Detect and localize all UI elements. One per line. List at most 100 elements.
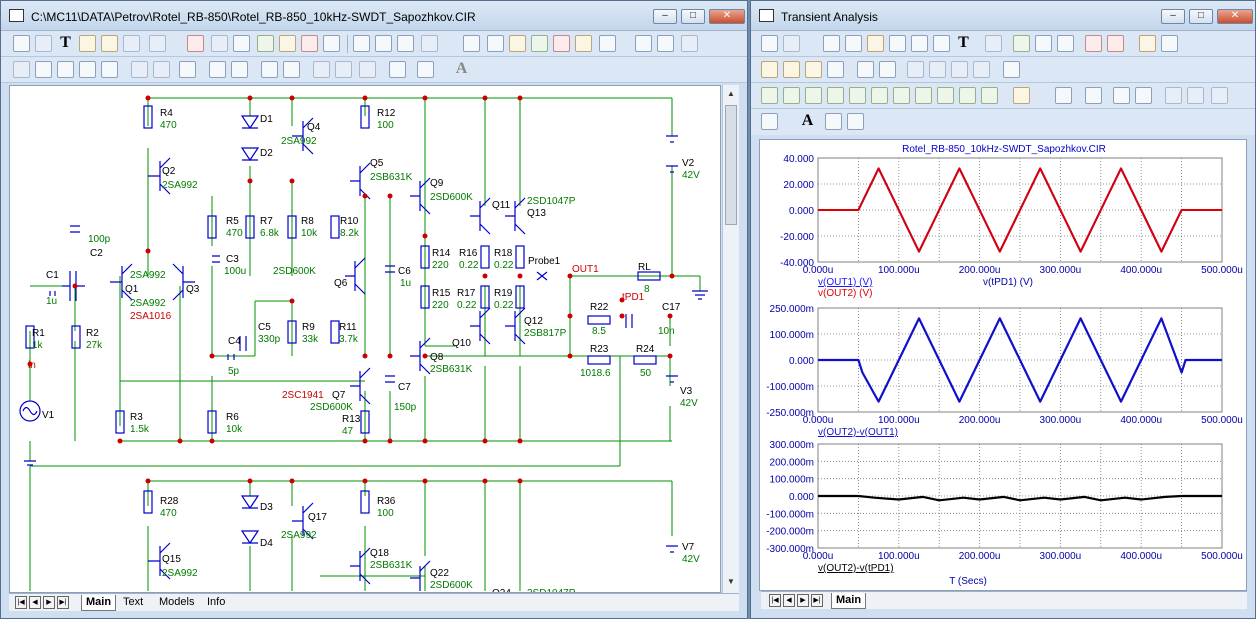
vertical-scrollbar[interactable]: ▲ ▼ [722,85,739,593]
nav-prev-button[interactable]: ◀ [783,594,795,607]
nav-first-button[interactable]: |◀ [15,596,27,609]
tab-main[interactable]: Main [81,595,117,611]
align-icon[interactable] [1113,87,1130,104]
properties-icon[interactable] [985,35,1002,52]
find-next-icon[interactable] [153,61,170,78]
mirror-icon[interactable] [487,35,504,52]
text-view-icon[interactable] [353,35,370,52]
top-icon[interactable] [959,87,976,104]
low-icon[interactable] [871,87,888,104]
zoom-area-icon[interactable] [951,61,968,78]
node-tool-icon[interactable] [211,35,228,52]
tokens-icon[interactable] [889,35,906,52]
brush-tool-icon[interactable] [101,35,118,52]
clipboard-icon[interactable] [389,61,406,78]
text-tool-icon[interactable]: T [60,34,71,51]
notes-tool-icon[interactable] [279,35,296,52]
scale-icon[interactable] [823,35,840,52]
tab-text[interactable]: Text [123,596,144,608]
scroll-thumb[interactable] [725,105,737,225]
global-low-icon[interactable] [937,87,954,104]
select-icon[interactable] [761,35,778,52]
limits-icon[interactable] [1107,35,1124,52]
zoom-out2-icon[interactable] [1187,87,1204,104]
step-icon[interactable] [209,61,226,78]
clip-icon[interactable] [1013,87,1030,104]
stepping-icon[interactable] [1085,35,1102,52]
high-icon[interactable] [849,87,866,104]
stop-icon[interactable] [231,61,248,78]
zoom-in2-icon[interactable] [1165,87,1182,104]
copy-icon[interactable] [825,113,842,130]
schematic-titlebar[interactable]: C:\MC11\DATA\Petrov\Rotel_RB-850\Rotel_R… [1,1,747,31]
info-tool-icon[interactable] [233,35,250,52]
pin-connect-icon[interactable] [463,35,480,52]
paste-icon[interactable] [847,113,864,130]
rotate-icon[interactable] [57,61,74,78]
node-numbers-icon[interactable] [397,35,414,52]
info-icon[interactable] [179,61,196,78]
data-points-icon[interactable] [867,35,884,52]
opt5-icon[interactable] [857,61,874,78]
page-view-icon[interactable] [657,35,674,52]
zoom-out-icon[interactable] [335,61,352,78]
opt6-icon[interactable] [879,61,896,78]
numeric-icon[interactable] [1085,87,1102,104]
flip-y-icon[interactable] [101,61,118,78]
opt1-icon[interactable] [761,61,778,78]
page-icon[interactable] [635,35,652,52]
warning-icon[interactable] [575,35,592,52]
region-icon[interactable] [13,61,30,78]
window-icon[interactable] [1139,35,1156,52]
tab-models[interactable]: Models [159,596,195,608]
minimize-button[interactable]: – [1161,9,1185,24]
zoom-out-icon[interactable] [929,61,946,78]
zoom-fit-icon[interactable] [973,61,990,78]
attrs-tool-icon[interactable] [323,35,340,52]
grid-options-icon[interactable] [421,35,438,52]
nav-next-button[interactable]: ▶ [797,594,809,607]
opt4-icon[interactable] [827,61,844,78]
maximize-button[interactable]: □ [1189,9,1213,24]
nav-first-button[interactable]: |◀ [769,594,781,607]
grid-menu-icon[interactable] [761,113,778,130]
inflection-icon[interactable] [893,87,910,104]
stop-icon[interactable] [1035,35,1052,52]
tab-main[interactable]: Main [831,593,867,609]
text-icon[interactable]: T [958,34,969,51]
scroll-up-icon[interactable]: ▲ [727,89,735,98]
shape-icon[interactable] [783,35,800,52]
opt3-icon[interactable] [805,61,822,78]
align2-icon[interactable] [1135,87,1152,104]
prev-point-icon[interactable] [783,87,800,104]
nav-last-button[interactable]: ▶| [57,596,69,609]
wire-tool-icon[interactable] [35,35,52,52]
nav-next-button[interactable]: ▶ [43,596,55,609]
maxscale-icon[interactable] [845,35,862,52]
opt2-icon[interactable] [783,61,800,78]
nav-last-button[interactable]: ▶| [811,594,823,607]
pen-tool-icon[interactable] [79,35,96,52]
flag-tool-icon[interactable] [187,35,204,52]
grid-tool-icon[interactable] [301,35,318,52]
bottom-icon[interactable] [981,87,998,104]
zoom-fit-icon[interactable] [359,61,376,78]
font-icon[interactable]: A [801,112,814,129]
maximize-button[interactable]: □ [681,9,705,24]
tab-info[interactable]: Info [207,596,226,608]
minimize-button[interactable]: – [653,9,677,24]
cursor-icon[interactable] [911,35,928,52]
peak-icon[interactable] [805,87,822,104]
zoom-in-icon[interactable] [907,61,924,78]
font-icon[interactable]: A [455,60,468,77]
properties-icon[interactable] [681,35,698,52]
next-point-icon[interactable] [761,87,778,104]
pin-view-icon[interactable] [375,35,392,52]
copy-icon[interactable] [261,61,278,78]
find-icon[interactable] [131,61,148,78]
pause-icon[interactable] [1057,35,1074,52]
grid-menu-icon[interactable] [417,61,434,78]
check-icon[interactable] [531,35,548,52]
